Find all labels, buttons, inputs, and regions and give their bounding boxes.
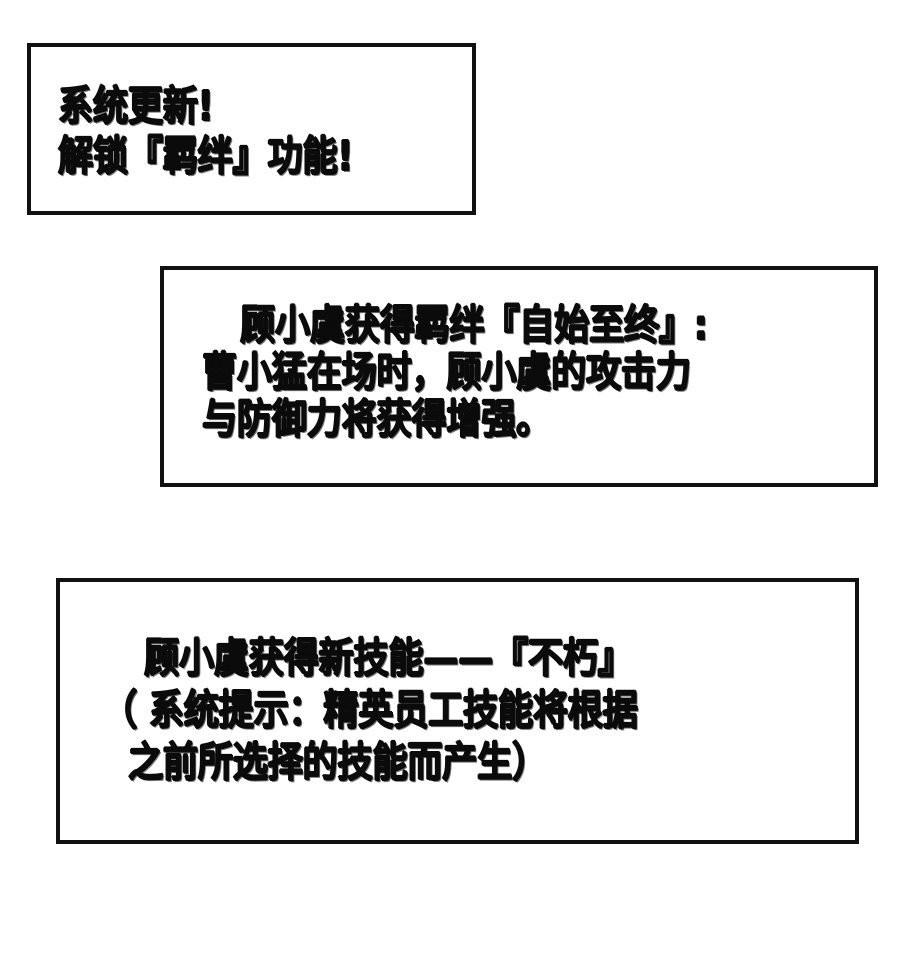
new-skill-line-2: （ 系统提示：精英员工技能将根据 xyxy=(102,686,638,734)
new-skill-text-block: 顾小虞获得新技能——『不朽』 （ 系统提示：精英员工技能将根据 之前所选择的技能… xyxy=(102,632,855,788)
bond-unlocked-line-3: 与防御力将获得增强。 xyxy=(202,395,552,443)
system-update-panel: 系统更新! 解锁『羁绊』功能! xyxy=(27,43,476,215)
system-update-text-block: 系统更新! 解锁『羁绊』功能! xyxy=(58,81,472,181)
system-update-line-1: 系统更新! xyxy=(58,82,214,130)
new-skill-line-3: 之前所选择的技能而产生） xyxy=(128,738,547,786)
bond-unlocked-text-block: 顾小虞获得羁绊『自始至终』: 曹小猛在场时，顾小虞的攻击力 与防御力将获得增强。 xyxy=(202,302,874,443)
bond-unlocked-line-1: 顾小虞获得羁绊『自始至终』: xyxy=(240,301,708,349)
new-skill-panel: 顾小虞获得新技能——『不朽』 （ 系统提示：精英员工技能将根据 之前所选择的技能… xyxy=(56,578,859,844)
bond-unlocked-panel: 顾小虞获得羁绊『自始至终』: 曹小猛在场时，顾小虞的攻击力 与防御力将获得增强。 xyxy=(160,266,878,487)
system-update-line-2: 解锁『羁绊』功能! xyxy=(58,132,353,180)
bond-unlocked-line-2: 曹小猛在场时，顾小虞的攻击力 xyxy=(202,348,691,396)
new-skill-line-1: 顾小虞获得新技能——『不朽』 xyxy=(144,634,633,682)
